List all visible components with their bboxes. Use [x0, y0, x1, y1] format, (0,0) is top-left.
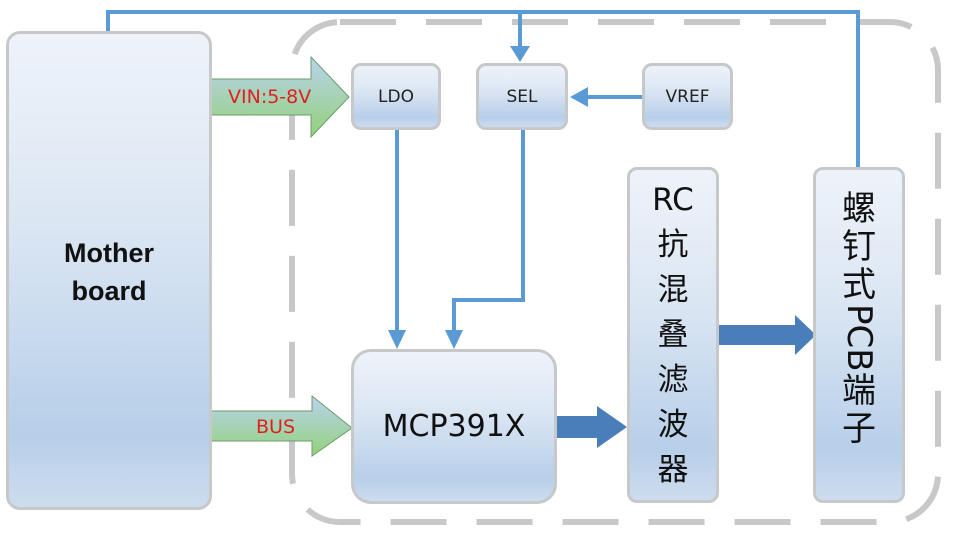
filter-to-terminal-arrow	[716, 315, 816, 355]
motherboard-label-line2: board	[71, 276, 147, 306]
terminal-block: 螺 钉 式 PCB 端 子	[813, 167, 905, 503]
ldo-arrowhead	[388, 330, 406, 349]
filter-label-char: 叠	[657, 317, 689, 353]
vref-block: VREF	[642, 63, 733, 130]
ldo-block: LDO	[351, 63, 441, 130]
filter-label-char: 混	[657, 272, 689, 308]
terminal-label-char: 式	[842, 265, 876, 305]
filter-label-char: 滤	[657, 362, 689, 398]
ldo-label: LDO	[378, 86, 414, 107]
terminal-label-char: 螺	[842, 189, 876, 229]
terminal-label-latin: PCB	[839, 304, 879, 372]
top-bus-line	[106, 10, 860, 168]
motherboard-block: Mother board	[6, 31, 212, 510]
terminal-label-char: 子	[842, 408, 876, 449]
vref-arrowhead	[570, 87, 588, 107]
filter-label-char: 器	[657, 452, 689, 488]
sel-input-arrowhead	[510, 46, 530, 62]
terminal-label-char: 钉	[842, 227, 876, 267]
filter-block: RC 抗 混 叠 滤 波 器	[627, 167, 719, 503]
terminal-label-char: 端	[842, 370, 876, 411]
adc-label: MCP391X	[382, 409, 526, 444]
filter-label-prefix: RC	[652, 182, 694, 218]
vin-arrow	[210, 55, 350, 139]
module-boundary	[289, 19, 941, 525]
filter-label-char: 抗	[657, 227, 689, 263]
sel-arrowhead	[445, 330, 463, 349]
bus-arrow-label: BUS	[256, 416, 296, 438]
sel-label: SEL	[506, 86, 538, 107]
sel-block: SEL	[476, 63, 568, 130]
motherboard-label-line1: Mother	[64, 238, 154, 268]
adc-block: MCP391X	[351, 349, 557, 504]
adc-to-filter-arrow	[555, 406, 627, 448]
filter-label-char: 波	[657, 407, 689, 443]
bus-arrow	[210, 394, 353, 457]
vref-label: VREF	[665, 86, 710, 107]
vin-arrow-label: VIN:5-8V	[228, 86, 312, 108]
sel-to-adc-line	[452, 130, 525, 332]
